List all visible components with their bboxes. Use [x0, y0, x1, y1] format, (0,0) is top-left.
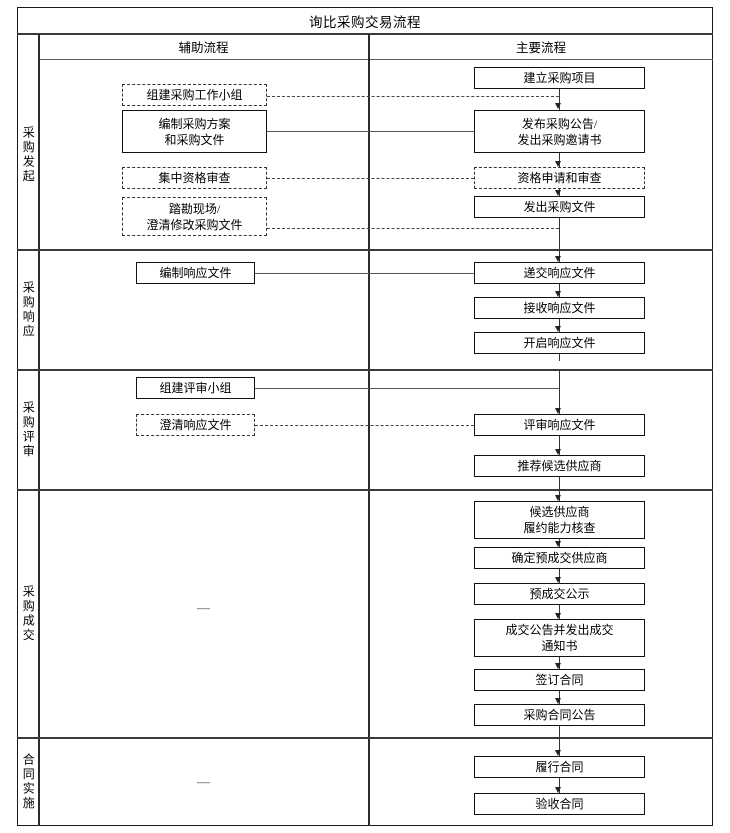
node-label: 资格申请和审查: [517, 171, 602, 185]
auxiliary-placeholder-stage5: —: [197, 774, 210, 789]
node-form-procurement-team[interactable]: 组建采购工作小组: [122, 84, 267, 106]
stage-label-procurement-initiation: 采购发起: [21, 125, 36, 184]
stage-column-divider: [38, 34, 40, 826]
node-publish-procurement-notice[interactable]: 发布采购公告/ 发出采购邀请书: [474, 110, 645, 153]
node-label: 集中资格审查: [158, 171, 231, 185]
node-submit-response-documents[interactable]: 递交响应文件: [474, 262, 645, 284]
node-label-line2: 和采购文件: [164, 132, 225, 147]
node-clarify-response-documents[interactable]: 澄清响应文件: [136, 414, 255, 436]
connector-qualreview-to-main: [267, 178, 474, 179]
header-rule: [39, 59, 713, 61]
arrow-to-submit-response: [555, 256, 562, 262]
node-determine-prospective-supplier[interactable]: 确定预成交供应商: [474, 547, 645, 569]
node-prepare-response-documents[interactable]: 编制响应文件: [136, 262, 255, 284]
node-label: 组建采购工作小组: [146, 88, 243, 102]
arrow-to-qualification-review: [555, 161, 562, 167]
arrow-to-determine-supplier: [555, 541, 562, 547]
node-label: 采购合同公告: [523, 708, 596, 722]
connector-plan-to-notice: [267, 131, 474, 133]
title-rule: [17, 33, 713, 35]
node-award-notice-and-letter[interactable]: 成交公告并发出成交 通知书: [474, 619, 645, 657]
node-label: 澄清响应文件: [159, 418, 232, 432]
stage-label-procurement-response: 采购响应: [21, 280, 36, 339]
connector-site-survey-to-spine: [267, 228, 559, 229]
node-label: 编制响应文件: [159, 266, 232, 280]
node-form-review-panel[interactable]: 组建评审小组: [136, 377, 255, 399]
arrow-to-accept-contract: [555, 787, 562, 793]
node-label-line1: 发布采购公告/: [521, 116, 598, 131]
node-recommend-candidate-suppliers[interactable]: 推荐候选供应商: [474, 455, 645, 477]
node-label: 组建评审小组: [159, 381, 232, 395]
node-label: 递交响应文件: [523, 266, 596, 280]
stage-label-procurement-award: 采购成交: [21, 584, 36, 643]
node-qualification-application-review[interactable]: 资格申请和审查: [474, 167, 645, 189]
node-candidate-capability-check[interactable]: 候选供应商 履约能力核查: [474, 501, 645, 539]
node-label: 接收响应文件: [523, 301, 596, 315]
node-receive-response-documents[interactable]: 接收响应文件: [474, 297, 645, 319]
node-establish-procurement-project[interactable]: 建立采购项目: [474, 67, 645, 89]
connector-prepare-to-submit: [255, 273, 474, 275]
auxiliary-placeholder-stage4: —: [197, 600, 210, 615]
connector-review-panel-to-spine: [255, 388, 559, 390]
stage-label-procurement-review: 采购评审: [21, 400, 36, 459]
node-label: 验收合同: [535, 797, 584, 811]
node-prepare-procurement-plan[interactable]: 编制采购方案 和采购文件: [122, 110, 267, 153]
arrow-to-sign-contract: [555, 663, 562, 669]
node-label: 发出采购文件: [523, 200, 596, 214]
node-label-line1: 编制采购方案: [158, 116, 231, 131]
node-label-line1: 踏勘现场/: [168, 201, 221, 216]
arrow-to-open-response: [555, 326, 562, 332]
stage-separator-1: [17, 249, 713, 251]
node-label: 评审响应文件: [523, 418, 596, 432]
node-centralized-qualification-review[interactable]: 集中资格审查: [122, 167, 267, 189]
stage-separator-2: [17, 369, 713, 371]
stage-label-contract-execution: 合同实施: [21, 753, 36, 811]
column-header-main: 主要流程: [515, 41, 566, 55]
node-accept-contract[interactable]: 验收合同: [474, 793, 645, 815]
node-label-line2: 通知书: [541, 639, 578, 653]
node-label-line2: 澄清修改采购文件: [146, 217, 243, 232]
arrow-to-award-notice: [555, 613, 562, 619]
node-label-line2: 发出采购邀请书: [517, 132, 602, 147]
arrow-to-recommend-candidates: [555, 449, 562, 455]
diagram-frame: [17, 7, 713, 826]
arrow-to-publish-notice: [555, 103, 562, 109]
arrow-to-award-publicity: [555, 577, 562, 583]
page-title: 询比采购交易流程: [309, 15, 421, 30]
arrow-to-issue-documents: [555, 190, 562, 196]
node-label: 预成交公示: [529, 587, 590, 601]
stage-separator-4: [17, 737, 713, 739]
connector-team-to-notice: [267, 96, 559, 97]
node-site-survey-clarification[interactable]: 踏勘现场/ 澄清修改采购文件: [122, 197, 267, 236]
arrow-to-capability-check: [555, 495, 562, 501]
node-perform-contract[interactable]: 履行合同: [474, 756, 645, 778]
node-review-response-documents[interactable]: 评审响应文件: [474, 414, 645, 436]
node-prospective-award-publicity[interactable]: 预成交公示: [474, 583, 645, 605]
node-label-line1: 候选供应商: [529, 505, 590, 519]
node-issue-procurement-documents[interactable]: 发出采购文件: [474, 196, 645, 218]
node-label: 建立采购项目: [523, 71, 596, 85]
arrow-to-perform-contract: [555, 750, 562, 756]
stage-separator-3: [17, 489, 713, 491]
node-label: 推荐候选供应商: [517, 459, 602, 473]
node-label: 确定预成交供应商: [511, 551, 608, 565]
arrow-to-receive-response: [555, 291, 562, 297]
column-header-auxiliary: 辅助流程: [178, 41, 229, 55]
arrow-to-contract-notice: [555, 698, 562, 704]
node-label: 履行合同: [535, 760, 584, 774]
node-label: 开启响应文件: [523, 336, 596, 350]
node-sign-contract[interactable]: 签订合同: [474, 669, 645, 691]
node-label: 签订合同: [535, 673, 584, 687]
node-label-line1: 成交公告并发出成交: [505, 623, 614, 637]
node-procurement-contract-notice[interactable]: 采购合同公告: [474, 704, 645, 726]
node-open-response-documents[interactable]: 开启响应文件: [474, 332, 645, 354]
process-column-divider: [368, 34, 370, 826]
connector-clarify-to-review: [255, 425, 474, 426]
arrow-to-review-response: [555, 408, 562, 414]
node-label-line2: 履约能力核查: [523, 521, 596, 535]
